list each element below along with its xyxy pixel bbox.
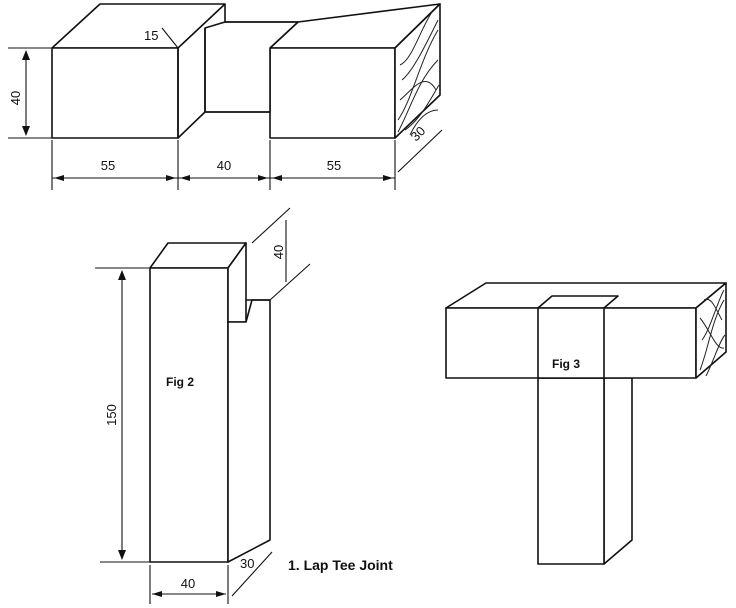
fig1-height-arrow-bottom (22, 126, 30, 136)
fig3-stem-front (537, 377, 605, 565)
fig1-front-left (51, 47, 179, 139)
fig1-depth-label: 15 (144, 28, 158, 43)
fig3-lap-top (537, 295, 619, 309)
fig3-end-face (695, 282, 727, 379)
fig1-arrow-b (166, 175, 176, 181)
fig1-front-right (269, 47, 396, 139)
figure-1-cross-piece: 40 15 55 40 55 30 (8, 3, 443, 190)
fig1-arrow-d (258, 175, 268, 181)
fig2-thickness-dim-line (231, 551, 273, 597)
fig3-end-grain (699, 289, 726, 377)
drawing-caption: 1. Lap Tee Joint (288, 557, 393, 573)
fig1-arrow-a (54, 175, 64, 181)
fig1-right-length-label: 55 (327, 158, 341, 173)
fig3-lap-front (537, 307, 605, 379)
fig1-slot-edges (177, 48, 270, 139)
fig1-width-label: 30 (408, 123, 429, 144)
fig2-width-arrow-left (152, 591, 162, 597)
fig3-label: Fig 3 (552, 357, 580, 371)
fig1-height-label: 40 (8, 91, 23, 105)
fig1-arrow-c (180, 175, 190, 181)
fig2-length-arrow-bottom (118, 550, 126, 560)
fig2-width-label: 40 (181, 576, 195, 591)
figure-3-assembled-joint: Fig 3 (445, 282, 727, 565)
fig1-depth-leader (161, 27, 179, 49)
fig2-thickness-label: 30 (240, 556, 254, 571)
fig2-lap-label: 40 (271, 245, 286, 259)
fig2-lap-ext-bottom (269, 263, 311, 301)
fig2-front-face (149, 267, 229, 563)
fig1-left-length-label: 55 (101, 158, 115, 173)
figure-2-stem-piece: Fig 2 150 40 40 30 (95, 207, 311, 604)
fig2-label: Fig 2 (166, 375, 194, 389)
fig2-lap-ext-top (251, 207, 291, 244)
fig2-width-arrow-right (216, 591, 226, 597)
fig1-slot-width-label: 40 (217, 158, 231, 173)
fig2-length-label: 150 (104, 404, 119, 426)
fig1-width-dim-line (397, 129, 443, 173)
fig2-lap-shoulder (227, 299, 271, 563)
fig1-top-face-left (51, 3, 226, 49)
fig3-stem-side (603, 377, 633, 565)
fig1-end-grain (397, 11, 440, 136)
fig1-height-arrow-top (22, 50, 30, 60)
fig1-arrow-e (272, 175, 282, 181)
fig1-arrow-f (383, 175, 393, 181)
fig2-length-arrow-top (118, 270, 126, 280)
